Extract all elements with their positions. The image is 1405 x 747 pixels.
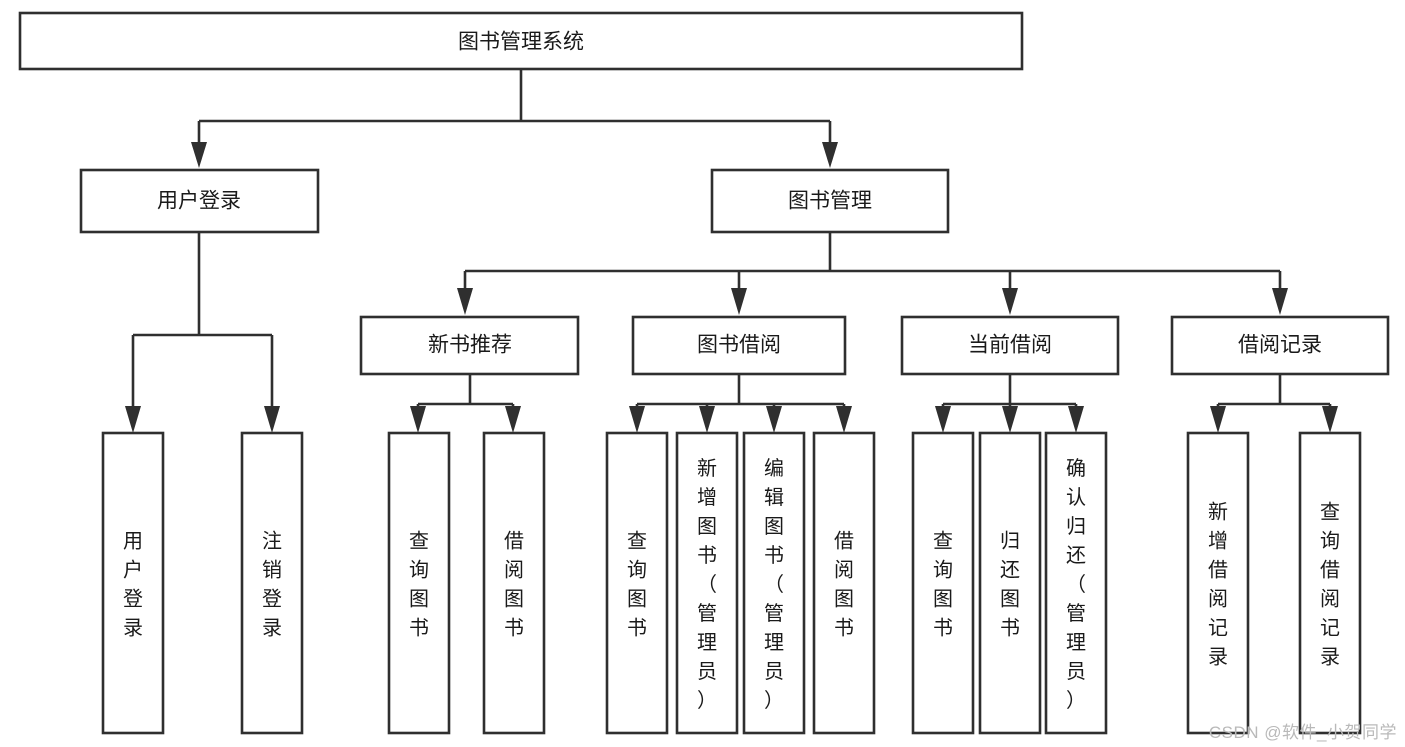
node-current-borrow[interactable]: 当前借阅 xyxy=(900,315,1120,376)
node-leaf-return-book-box[interactable] xyxy=(978,431,1042,735)
arrow-head-leaf-edit-book xyxy=(766,406,782,433)
node-leaf-query-book-2-label: 查询图书 xyxy=(627,530,647,640)
arrow-head-book-manage xyxy=(822,142,838,168)
node-leaf-query-book-2-box[interactable] xyxy=(605,431,669,735)
node-leaf-borrow-book-1-label: 借阅图书 xyxy=(504,530,524,640)
node-leaf-add-book-box[interactable] xyxy=(675,431,739,735)
connector-group-user-login xyxy=(125,232,280,433)
arrow-head-user-login xyxy=(191,142,207,168)
arrow-head-leaf-borrow-book-2 xyxy=(836,406,852,433)
node-leaf-borrow-book-1-box[interactable] xyxy=(482,431,546,735)
connector-group-book-borrow xyxy=(629,374,852,433)
node-leaf-user-logout-box[interactable] xyxy=(240,431,304,735)
arrow-head-leaf-query-record xyxy=(1322,406,1338,433)
arrow-head-book-borrow xyxy=(731,288,747,315)
node-leaf-borrow-book-2-label: 借阅图书 xyxy=(834,530,854,640)
node-leaf-query-record-box[interactable] xyxy=(1298,431,1362,735)
arrow-head-new-book-recommend xyxy=(457,288,473,315)
node-borrow-record-label: 借阅记录 xyxy=(1238,334,1322,357)
node-user-login-label: 用户登录 xyxy=(157,190,241,213)
arrow-head-leaf-query-book-2 xyxy=(629,406,645,433)
node-leaf-add-book[interactable]: 新增图书（管理员） xyxy=(675,431,739,735)
node-leaf-query-book-1-box[interactable] xyxy=(387,431,451,735)
node-leaf-query-book-3[interactable]: 查询图书 xyxy=(911,431,975,735)
node-leaf-add-record-box[interactable] xyxy=(1186,431,1250,735)
connector-group-borrow-record xyxy=(1210,374,1338,433)
node-leaf-query-book-2[interactable]: 查询图书 xyxy=(605,431,669,735)
node-book-manage-label: 图书管理 xyxy=(788,190,872,213)
arrow-head-leaf-borrow-book-1 xyxy=(505,406,521,433)
node-leaf-return-book[interactable]: 归还图书 xyxy=(978,431,1042,735)
arrow-head-leaf-confirm-return xyxy=(1068,406,1084,433)
node-leaf-query-book-1-label: 查询图书 xyxy=(409,530,429,640)
node-leaf-add-book-label: 新增图书（管理员） xyxy=(697,457,717,712)
node-borrow-record[interactable]: 借阅记录 xyxy=(1170,315,1390,376)
node-leaf-add-record-label: 新增借阅记录 xyxy=(1208,501,1228,669)
node-leaf-confirm-return-box[interactable] xyxy=(1044,431,1108,735)
node-leaf-query-book-3-label: 查询图书 xyxy=(933,530,953,640)
arrow-head-borrow-record xyxy=(1272,288,1288,315)
node-book-borrow[interactable]: 图书借阅 xyxy=(631,315,847,376)
node-leaf-return-book-label: 归还图书 xyxy=(1000,530,1020,640)
connector-group-root xyxy=(191,69,838,168)
arrow-head-leaf-return-book xyxy=(1002,406,1018,433)
node-user-login[interactable]: 用户登录 xyxy=(79,168,320,234)
arrow-head-leaf-user-login xyxy=(125,406,141,433)
node-book-borrow-box[interactable] xyxy=(631,315,847,376)
node-current-borrow-label: 当前借阅 xyxy=(968,334,1052,357)
node-new-book-recommend-label: 新书推荐 xyxy=(428,334,512,357)
node-leaf-confirm-return[interactable]: 确认归还（管理员） xyxy=(1044,431,1108,735)
node-root[interactable]: 图书管理系统 xyxy=(18,11,1024,71)
node-book-manage-box[interactable] xyxy=(710,168,950,234)
node-borrow-record-box[interactable] xyxy=(1170,315,1390,376)
node-leaf-user-logout-label: 注销登录 xyxy=(262,530,282,640)
node-leaf-borrow-book-2-box[interactable] xyxy=(812,431,876,735)
arrow-head-leaf-user-logout xyxy=(264,406,280,433)
arrow-head-leaf-add-book xyxy=(699,406,715,433)
node-leaf-user-logout[interactable]: 注销登录 xyxy=(240,431,304,735)
arrow-head-leaf-query-book-1 xyxy=(410,406,426,433)
node-new-book-recommend[interactable]: 新书推荐 xyxy=(359,315,580,376)
arrow-head-leaf-query-book-3 xyxy=(935,406,951,433)
connector-group-current-borrow xyxy=(935,374,1084,433)
node-leaf-borrow-book-1[interactable]: 借阅图书 xyxy=(482,431,546,735)
node-leaf-add-record[interactable]: 新增借阅记录 xyxy=(1186,431,1250,735)
node-leaf-query-book-1[interactable]: 查询图书 xyxy=(387,431,451,735)
node-current-borrow-box[interactable] xyxy=(900,315,1120,376)
node-leaf-user-login-label: 用户登录 xyxy=(123,531,143,640)
node-new-book-recommend-box[interactable] xyxy=(359,315,580,376)
node-leaf-query-record-label: 查询借阅记录 xyxy=(1320,501,1340,669)
node-leaf-edit-book-label: 编辑图书（管理员） xyxy=(764,457,784,712)
node-book-manage[interactable]: 图书管理 xyxy=(710,168,950,234)
node-leaf-edit-book-box[interactable] xyxy=(742,431,806,735)
node-leaf-query-record[interactable]: 查询借阅记录 xyxy=(1298,431,1362,735)
arrow-head-leaf-add-record xyxy=(1210,406,1226,433)
node-user-login-box[interactable] xyxy=(79,168,320,234)
connector-group-book-manage xyxy=(457,232,1288,315)
node-leaf-user-login[interactable]: 用户登录 xyxy=(101,431,165,735)
connector-group-new-book-recommend xyxy=(410,374,521,433)
node-leaf-confirm-return-label: 确认归还（管理员） xyxy=(1066,457,1086,712)
node-leaf-user-login-box[interactable] xyxy=(101,431,165,735)
node-leaf-query-book-3-box[interactable] xyxy=(911,431,975,735)
arrow-head-current-borrow xyxy=(1002,288,1018,315)
node-leaf-edit-book[interactable]: 编辑图书（管理员） xyxy=(742,431,806,735)
node-root-label: 图书管理系统 xyxy=(458,31,584,54)
node-root-box[interactable] xyxy=(18,11,1024,71)
node-leaf-borrow-book-2[interactable]: 借阅图书 xyxy=(812,431,876,735)
node-book-borrow-label: 图书借阅 xyxy=(697,334,781,357)
